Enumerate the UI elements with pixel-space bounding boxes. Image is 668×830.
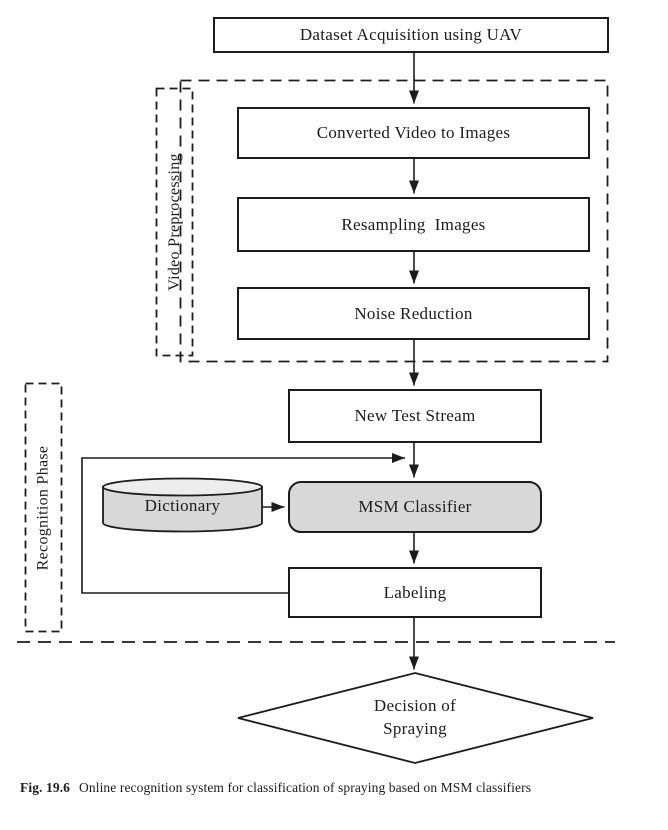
- node-labeling: Labeling: [288, 567, 542, 618]
- video-preprocessing-group-label-text: Video Preprocessing: [165, 153, 183, 291]
- video-preprocessing-label-border: [155, 87, 194, 357]
- node-new-test-stream: New Test Stream: [288, 389, 542, 443]
- figure-caption-text: Online recognition system for classifica…: [79, 780, 532, 795]
- dictionary-cylinder-top: [102, 477, 263, 497]
- node-dataset-acquisition: Dataset Acquisition using UAV: [213, 17, 609, 53]
- node-converted-video-to-images: Converted Video to Images: [237, 107, 590, 159]
- video-preprocessing-group-border: [179, 79, 609, 363]
- decision-diamond-shape: [237, 672, 594, 764]
- recognition-phase-group-label-text: Recognition Phase: [34, 445, 52, 570]
- recognition-phase-group-label: Recognition Phase: [25, 383, 62, 632]
- dictionary-cylinder-body: [102, 486, 263, 533]
- video-preprocessing-group-label: Video Preprocessing: [156, 88, 193, 356]
- figure-caption-number: Fig. 19.6: [20, 780, 71, 795]
- figure-caption: Fig. 19.6 Online recognition system for c…: [20, 780, 652, 796]
- node-noise-reduction: Noise Reduction: [237, 287, 590, 340]
- arrow-labeling-feedback-to-classifier-input: [81, 453, 405, 594]
- msm-classifier-shape: [288, 481, 542, 533]
- node-resampling-images: Resampling Images: [237, 197, 590, 252]
- recognition-phase-label-border: [24, 382, 63, 633]
